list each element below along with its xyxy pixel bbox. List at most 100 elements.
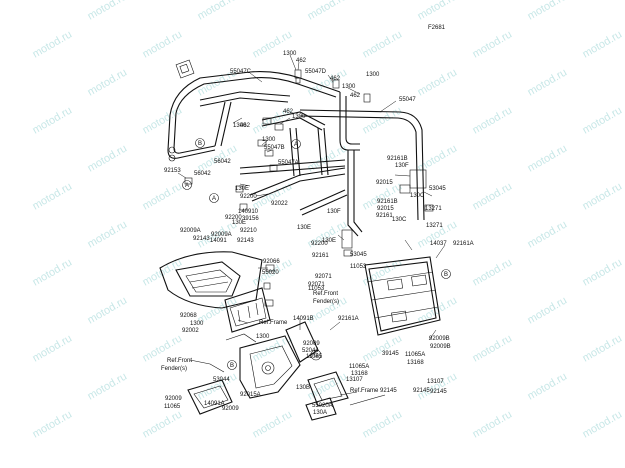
part-label: 92161B <box>387 156 408 162</box>
watermark-text: motod.ru <box>31 180 75 212</box>
part-label: 1300 <box>256 334 270 340</box>
part-label: Ref.Front <box>313 291 338 297</box>
part-label: 130A <box>313 410 327 416</box>
marker-letter: B <box>198 141 202 147</box>
part-label: 55020A <box>312 403 333 409</box>
part-label: 1300 <box>262 137 276 143</box>
part-label: 11053 <box>308 286 325 292</box>
part-label: 92009B <box>430 344 451 350</box>
marker-circle <box>227 360 237 370</box>
part-label: 92161A <box>338 316 359 322</box>
part-label: 92071 <box>308 282 325 288</box>
part-label: 462 <box>283 109 294 115</box>
part-label: 92068 <box>180 313 197 319</box>
watermark-text: motod.ru <box>361 104 405 136</box>
part-label: 13271 <box>425 206 442 212</box>
watermark-text: motod.ru <box>416 370 460 402</box>
watermark-text: motod.ru <box>141 408 185 440</box>
watermark-text: motod.ru <box>581 104 625 136</box>
part-label: 14091A <box>204 401 225 407</box>
watermark-text: motod.ru <box>581 408 625 440</box>
part-label: 53045 <box>350 252 367 258</box>
watermark-text: motod.ru <box>526 218 570 250</box>
watermark-text: motod.ru <box>581 28 625 60</box>
part-label: 1300 <box>233 123 247 129</box>
part-label: 92009 <box>222 406 239 412</box>
part-label: 92143 <box>193 236 210 242</box>
part-label: 92066 <box>263 259 280 265</box>
part-label: Ref.Front <box>167 358 192 364</box>
marker-circle <box>182 180 192 190</box>
watermark-text: motod.ru <box>141 180 185 212</box>
part-label: 55047C <box>230 69 252 75</box>
part-label: 55047A <box>278 160 299 166</box>
part-label: 130C <box>392 217 407 223</box>
watermark-text: motod.ru <box>196 0 240 23</box>
part-label: 1300 <box>190 321 204 327</box>
part-label: 13107 <box>346 377 363 383</box>
marker-circle <box>291 139 301 149</box>
marker-circle <box>195 138 205 148</box>
part-label: 92022 <box>271 201 288 207</box>
part-label: 14091 <box>210 238 227 244</box>
watermark-text: motod.ru <box>86 66 130 98</box>
part-label: 130C <box>410 193 425 199</box>
watermark-text: motod.ru <box>86 218 130 250</box>
watermark-text: motod.ru <box>526 142 570 174</box>
watermark-text: motod.ru <box>471 332 515 364</box>
watermark-text: motod.ru <box>361 28 405 60</box>
watermark-text: motod.ru <box>251 180 295 212</box>
part-label: 55047B <box>264 145 285 151</box>
watermark-text: motod.ru <box>31 28 75 60</box>
part-label: 92200 <box>225 215 242 221</box>
part-label: 92002 <box>182 328 199 334</box>
part-label: 53045 <box>429 186 446 192</box>
part-label: 39145 <box>382 351 399 357</box>
part-label: 92153 <box>164 168 181 174</box>
watermark-text: motod.ru <box>471 256 515 288</box>
marker-circle <box>209 193 219 203</box>
front-grille <box>159 251 271 333</box>
part-label: 1300 <box>283 51 297 57</box>
hardware <box>168 59 434 307</box>
part-label: 56042 <box>214 159 231 165</box>
part-label: 52044 <box>302 348 319 354</box>
part-label: 462 <box>330 76 341 82</box>
watermark-text: motod.ru <box>581 256 625 288</box>
leader-lines <box>177 54 446 396</box>
watermark-text: motod.ru <box>416 66 460 98</box>
part-label: 56042 <box>194 171 211 177</box>
part-label: 92161A <box>453 241 474 247</box>
part-label: 92210 <box>240 228 257 234</box>
part-label: 92015 <box>377 206 394 212</box>
part-label: 462 <box>240 123 251 129</box>
part-label: 130B <box>296 385 310 391</box>
part-label: Fender(s) <box>161 366 187 372</box>
watermark-text: motod.ru <box>86 0 130 23</box>
diagram-code: F2681 <box>428 25 446 31</box>
part-label: 130E <box>322 238 336 244</box>
watermark-text: motod.ru <box>416 0 460 23</box>
lower-brackets <box>187 321 349 421</box>
part-label: 11065 <box>164 404 181 410</box>
watermark-text: motod.ru <box>526 66 570 98</box>
part-label: 130F <box>327 209 341 215</box>
part-label: 13168 <box>351 371 368 377</box>
part-label: 92071 <box>315 274 332 280</box>
watermark-text: motod.ru <box>86 294 130 326</box>
watermark-text: motod.ru <box>86 370 130 402</box>
part-label: 13271 <box>426 223 443 229</box>
part-label: 39156 <box>242 216 259 222</box>
marker-letter: B <box>444 272 448 278</box>
part-label: 11065A <box>405 352 425 358</box>
part-label: 92145 <box>430 389 447 395</box>
watermark-text: motod.ru <box>471 180 515 212</box>
part-label: 92015 <box>376 180 393 186</box>
part-label: 92145 <box>413 388 430 394</box>
watermark-text: motod.ru <box>526 294 570 326</box>
part-label: 92161 <box>376 213 393 219</box>
watermark-text: motod.ru <box>471 408 515 440</box>
part-label: 11053 <box>350 264 367 270</box>
